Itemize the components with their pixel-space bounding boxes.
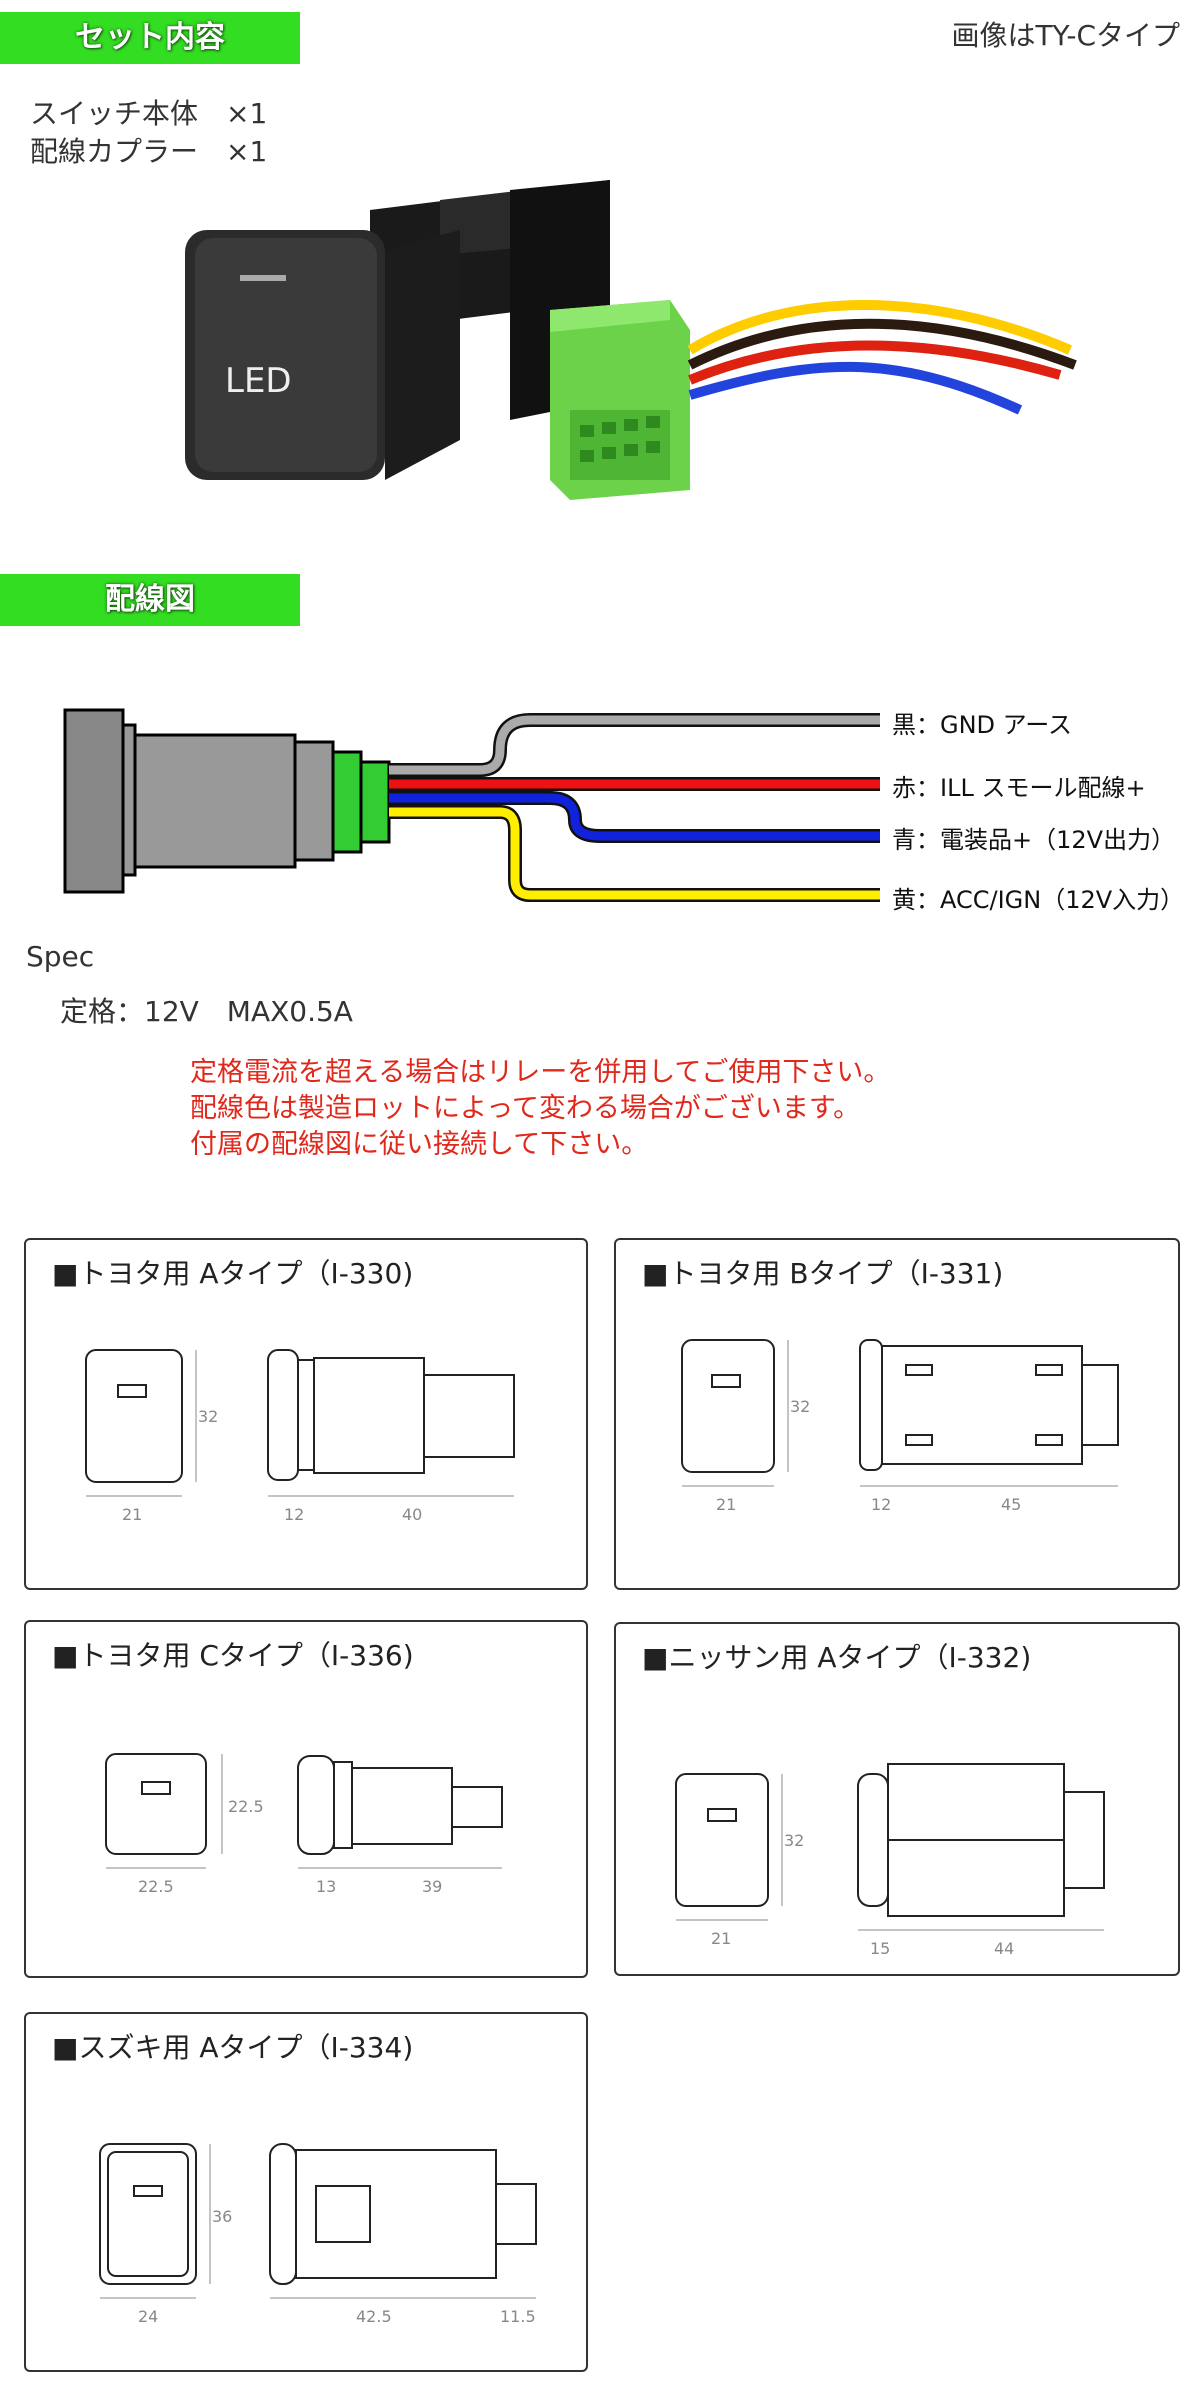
switch-face-label: LED (225, 361, 292, 401)
svg-text:45: 45 (1001, 1495, 1021, 1514)
svg-text:21: 21 (122, 1505, 142, 1524)
coupler-illustration (550, 300, 690, 500)
set-contents-heading: セット内容 (0, 12, 300, 64)
svg-text:22.5: 22.5 (138, 1877, 174, 1896)
panel-title: ■トヨタ用 Aタイプ（I-330) (52, 1257, 414, 1290)
set-item-switch: スイッチ本体 ×1 (30, 97, 268, 130)
wire-black (389, 713, 880, 777)
wire-yellow (389, 805, 880, 902)
svg-text:24: 24 (138, 2307, 158, 2326)
panel-title: ■ニッサン用 Aタイプ（I-332) (642, 1641, 1032, 1674)
wiring-diagram-heading: 配線図 (0, 574, 300, 626)
spec-rating: 定格：12V MAX0.5A (60, 995, 353, 1028)
svg-text:32: 32 (784, 1831, 804, 1850)
svg-text:32: 32 (198, 1407, 218, 1426)
svg-text:21: 21 (711, 1929, 731, 1948)
wire-label-black: 黒：GND アース (892, 711, 1073, 739)
svg-text:13: 13 (316, 1877, 336, 1896)
svg-text:22.5: 22.5 (228, 1797, 264, 1816)
panel-suzuki-a: ■スズキ用 Aタイプ（I-334) 36 24 42.5 11.5 (24, 2012, 588, 2372)
svg-text:32: 32 (790, 1397, 810, 1416)
panel-title: ■トヨタ用 Bタイプ（I-331) (642, 1257, 1004, 1290)
switch-body-illustration (185, 180, 610, 480)
image-note: 画像はTY-Cタイプ (951, 19, 1180, 52)
switch-schematic (63, 708, 391, 894)
wire-label-blue: 青：電装品+（12V出力） (892, 826, 1176, 854)
note-2: 配線色は製造ロットによって変わる場合がございます。 (190, 1093, 861, 1124)
svg-text:12: 12 (871, 1495, 891, 1514)
svg-text:40: 40 (402, 1505, 422, 1524)
svg-text:36: 36 (212, 2207, 232, 2226)
set-item-coupler: 配線カプラー ×1 (30, 135, 268, 168)
note-1: 定格電流を超える場合はリレーを併用してご使用下さい。 (190, 1057, 891, 1088)
panel-toyota-b: ■トヨタ用 Bタイプ（I-331) 32 21 12 45 (614, 1238, 1180, 1590)
spec-title: Spec (26, 940, 95, 973)
svg-text:39: 39 (422, 1877, 442, 1896)
svg-text:12: 12 (284, 1505, 304, 1524)
wiring-diagram (63, 708, 880, 902)
wire-label-yellow: 黄：ACC/IGN（12V入力） (892, 886, 1185, 914)
panel-title: ■スズキ用 Aタイプ（I-334) (52, 2031, 414, 2064)
product-photo: LED (185, 180, 1077, 500)
panel-nissan-a: ■ニッサン用 Aタイプ（I-332) 32 21 15 44 (614, 1622, 1180, 1976)
panel-toyota-c: ■トヨタ用 Cタイプ（I-336) 22.5 22.5 13 39 (24, 1620, 588, 1978)
svg-text:21: 21 (716, 1495, 736, 1514)
svg-text:11.5: 11.5 (500, 2307, 536, 2326)
svg-text:15: 15 (870, 1939, 890, 1958)
wire-label-red: 赤：ILL スモール配線+ (892, 774, 1146, 802)
panel-title: ■トヨタ用 Cタイプ（I-336) (52, 1639, 414, 1672)
panel-toyota-a: ■トヨタ用 Aタイプ（I-330) 32 21 12 40 (24, 1238, 588, 1590)
note-3: 付属の配線図に従い接続して下さい。 (190, 1129, 649, 1160)
svg-text:42.5: 42.5 (356, 2307, 392, 2326)
svg-text:44: 44 (994, 1939, 1014, 1958)
